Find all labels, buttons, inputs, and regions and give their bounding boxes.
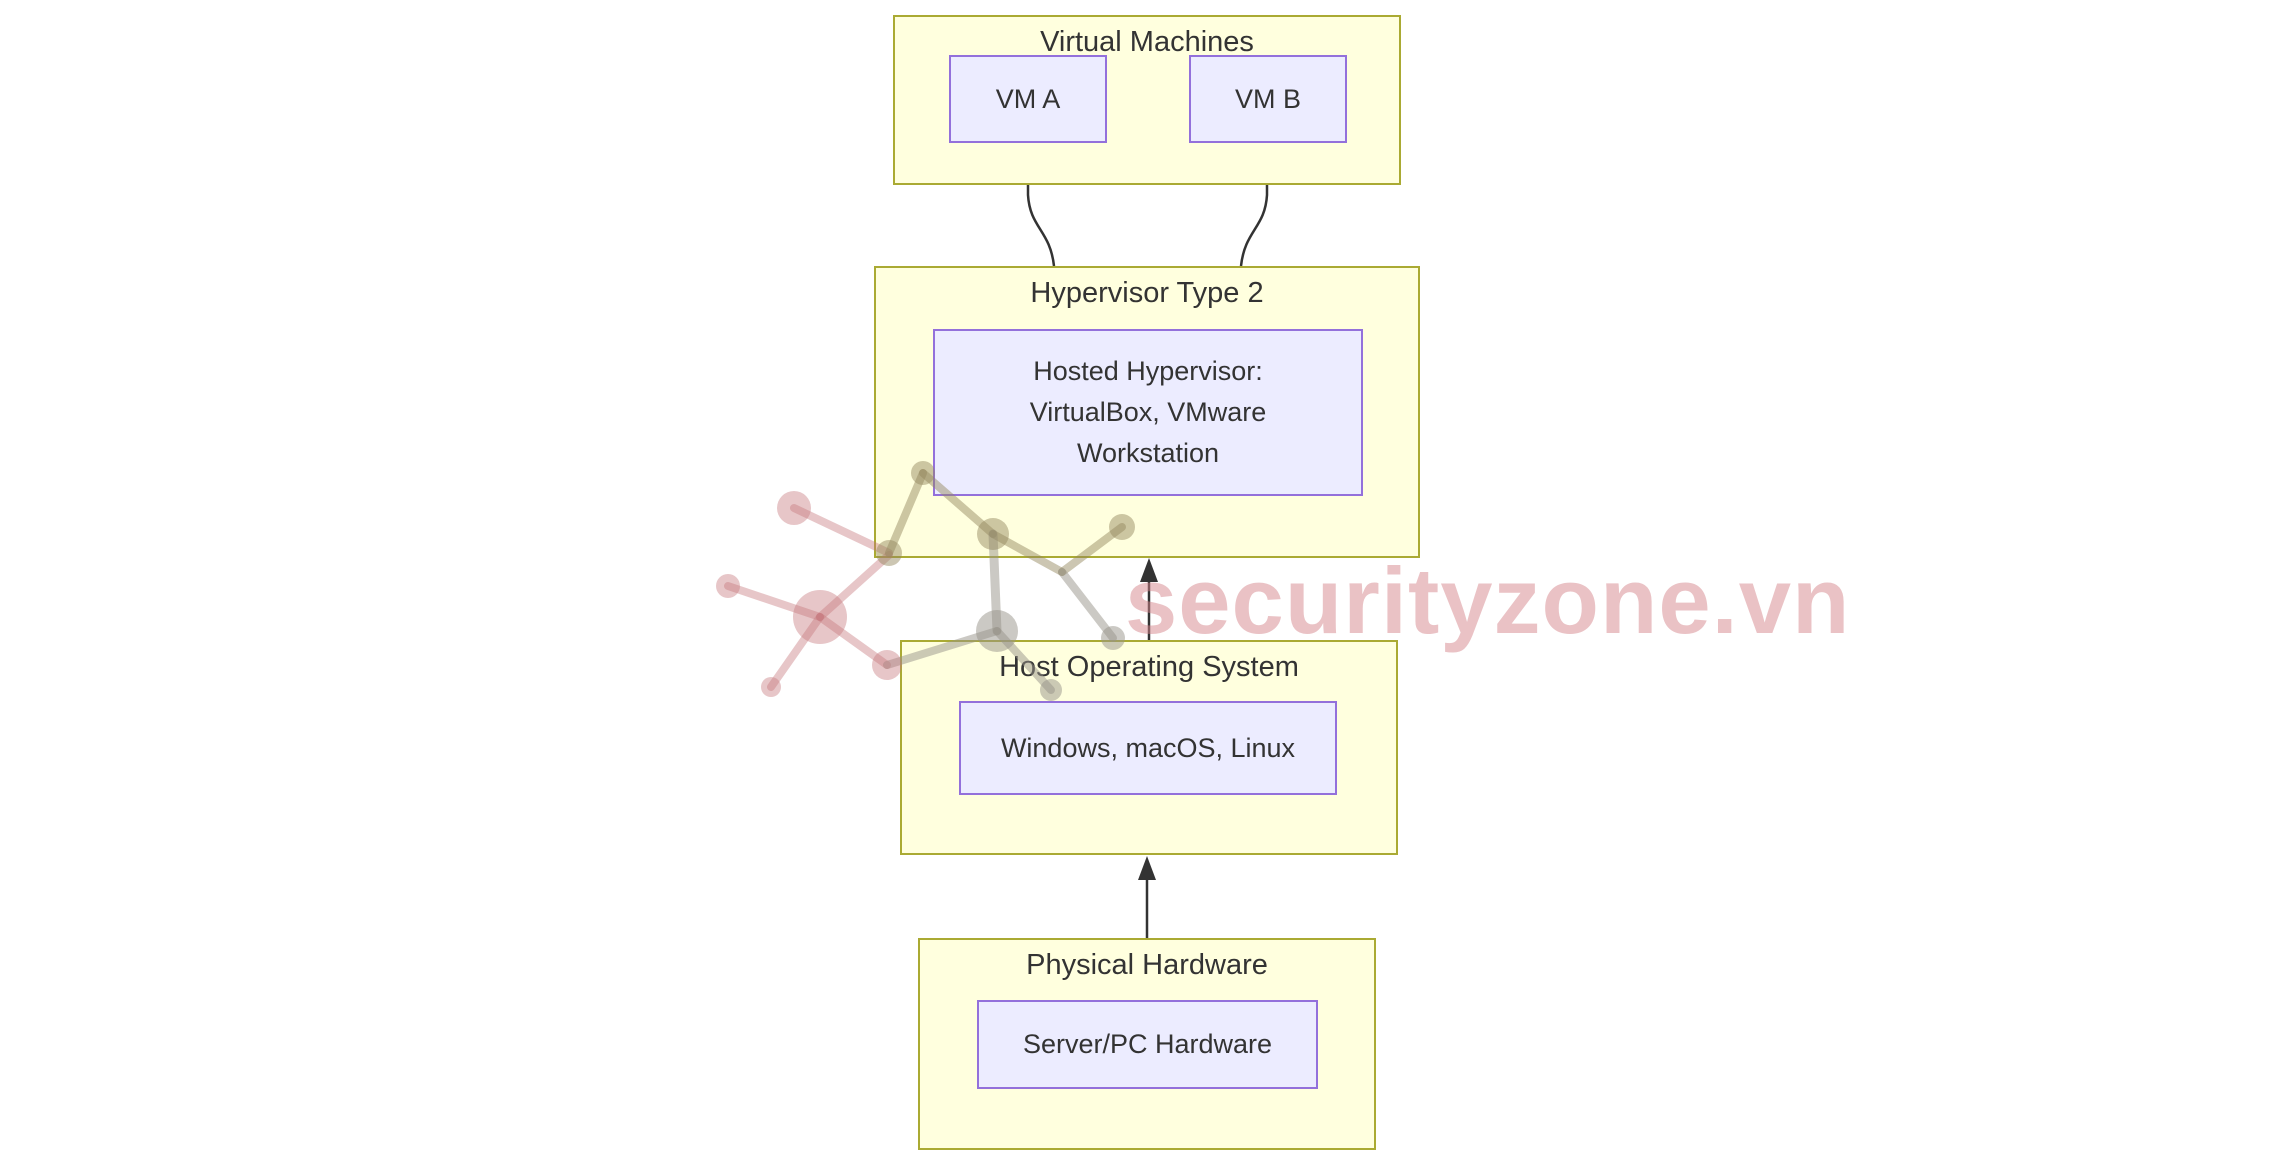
node-vm-b-label: VM B (1234, 83, 1301, 114)
cluster-virtual-machines-label: Virtual Machines (1040, 26, 1254, 58)
node-vm-b: VM B (1189, 55, 1347, 143)
node-server-pc-hardware-label: Server/PC Hardware (1022, 1029, 1273, 1059)
node-server-pc-hardware: Server/PC Hardware (977, 1000, 1318, 1089)
node-vm-a: VM A (949, 55, 1107, 143)
watermark-text: securityzone.vn (1125, 548, 1851, 653)
node-hosted-hypervisor-line-3: Workstation (1076, 438, 1220, 468)
arrowhead-host-os (1138, 856, 1156, 880)
node-host-os: Windows, macOS, Linux (959, 701, 1337, 795)
node-hosted-hypervisor-line-1: Hosted Hypervisor: (1033, 356, 1263, 386)
edge-hardware-to-host-os (1138, 856, 1156, 938)
node-host-os-label: Windows, macOS, Linux (1000, 732, 1296, 763)
cluster-host-operating-system-label: Host Operating System (999, 651, 1299, 683)
cluster-physical-hardware-label: Physical Hardware (1026, 949, 1268, 981)
cluster-hypervisor-type-2-label: Hypervisor Type 2 (1030, 277, 1264, 309)
node-hosted-hypervisor-line-2: VirtualBox, VMware (1029, 397, 1267, 427)
node-hosted-hypervisor: Hosted Hypervisor: VirtualBox, VMware Wo… (933, 329, 1363, 496)
node-vm-a-label: VM A (995, 83, 1061, 114)
